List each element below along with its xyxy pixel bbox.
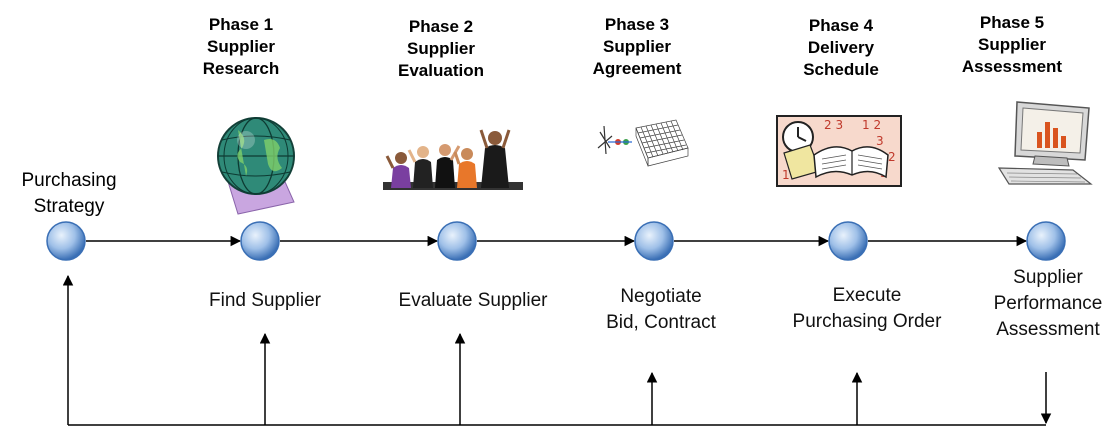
- phase-2-title: Phase 2 Supplier Evaluation: [366, 16, 516, 82]
- node-phase-1: [240, 221, 280, 261]
- phase-3-number: Phase 3: [604, 15, 670, 34]
- phase-2-number: Phase 2: [408, 17, 474, 36]
- phase-4-name-line1: Delivery: [807, 38, 875, 57]
- globe-icon: [217, 117, 295, 215]
- phase-4-number: Phase 4: [808, 16, 874, 35]
- svg-text:1: 1: [782, 168, 790, 182]
- node-start: [46, 221, 86, 261]
- step-label-phase-4-line1: Execute: [832, 285, 902, 306]
- step-label-phase-5-line2: Performance: [993, 293, 1103, 314]
- start-label-line1: Purchasing: [21, 170, 117, 191]
- node-phase-5: [1026, 221, 1066, 261]
- phase-5-name-line1: Supplier: [977, 35, 1046, 54]
- node-phase-2: [437, 221, 477, 261]
- step-label-phase-1-line1: Find Supplier: [209, 290, 321, 311]
- step-label-phase-2-line1: Evaluate Supplier: [398, 290, 548, 311]
- phase-3-name-line2: Agreement: [592, 59, 682, 78]
- phase-3-title: Phase 3 Supplier Agreement: [562, 14, 712, 80]
- step-label-phase-4-line2: Purchasing Order: [792, 311, 942, 332]
- step-label-phase-4: Execute Purchasing Order: [772, 283, 962, 335]
- phase-2-name-line1: Supplier: [406, 39, 475, 58]
- people-applauding-icon: [383, 129, 523, 190]
- svg-text:3: 3: [876, 134, 884, 148]
- step-label-phase-5-line3: Assessment: [996, 319, 1100, 340]
- step-label-phase-3-line1: Negotiate: [620, 286, 702, 307]
- phase-5-number: Phase 5: [979, 13, 1045, 32]
- svg-text:2 3: 2 3: [824, 118, 843, 132]
- clock-book-calendar-icon: 2 3 1 2 3 1 3 2: [776, 115, 902, 187]
- phase-1-title: Phase 1 Supplier Research: [166, 14, 316, 80]
- step-label-phase-3: Negotiate Bid, Contract: [581, 284, 741, 336]
- step-label-phase-3-line2: Bid, Contract: [606, 312, 716, 333]
- phase-1-name-line2: Research: [202, 59, 280, 78]
- node-phase-3: [634, 221, 674, 261]
- phase-3-name-line1: Supplier: [602, 37, 671, 56]
- phase-1-name-line1: Supplier: [206, 37, 275, 56]
- node-phase-4: [828, 221, 868, 261]
- start-label-line2: Strategy: [33, 196, 105, 217]
- phase-5-name-line2: Assessment: [961, 57, 1063, 76]
- step-label-phase-1: Find Supplier: [180, 288, 350, 314]
- network-grid-icon: [597, 119, 689, 167]
- svg-text:2: 2: [888, 150, 896, 164]
- phase-4-title: Phase 4 Delivery Schedule: [766, 15, 916, 81]
- phase-1-number: Phase 1: [208, 15, 274, 34]
- svg-text:1 2: 1 2: [862, 118, 881, 132]
- step-label-phase-2: Evaluate Supplier: [368, 288, 578, 314]
- computer-chart-icon: [997, 101, 1093, 185]
- phase-5-title: Phase 5 Supplier Assessment: [937, 12, 1087, 78]
- phase-4-name-line2: Schedule: [803, 60, 879, 79]
- start-label: Purchasing Strategy: [4, 168, 134, 220]
- phase-2-name-line2: Evaluation: [398, 61, 484, 80]
- step-label-phase-5-line1: Supplier: [1013, 267, 1083, 288]
- step-label-phase-5: Supplier Performance Assessment: [980, 265, 1116, 343]
